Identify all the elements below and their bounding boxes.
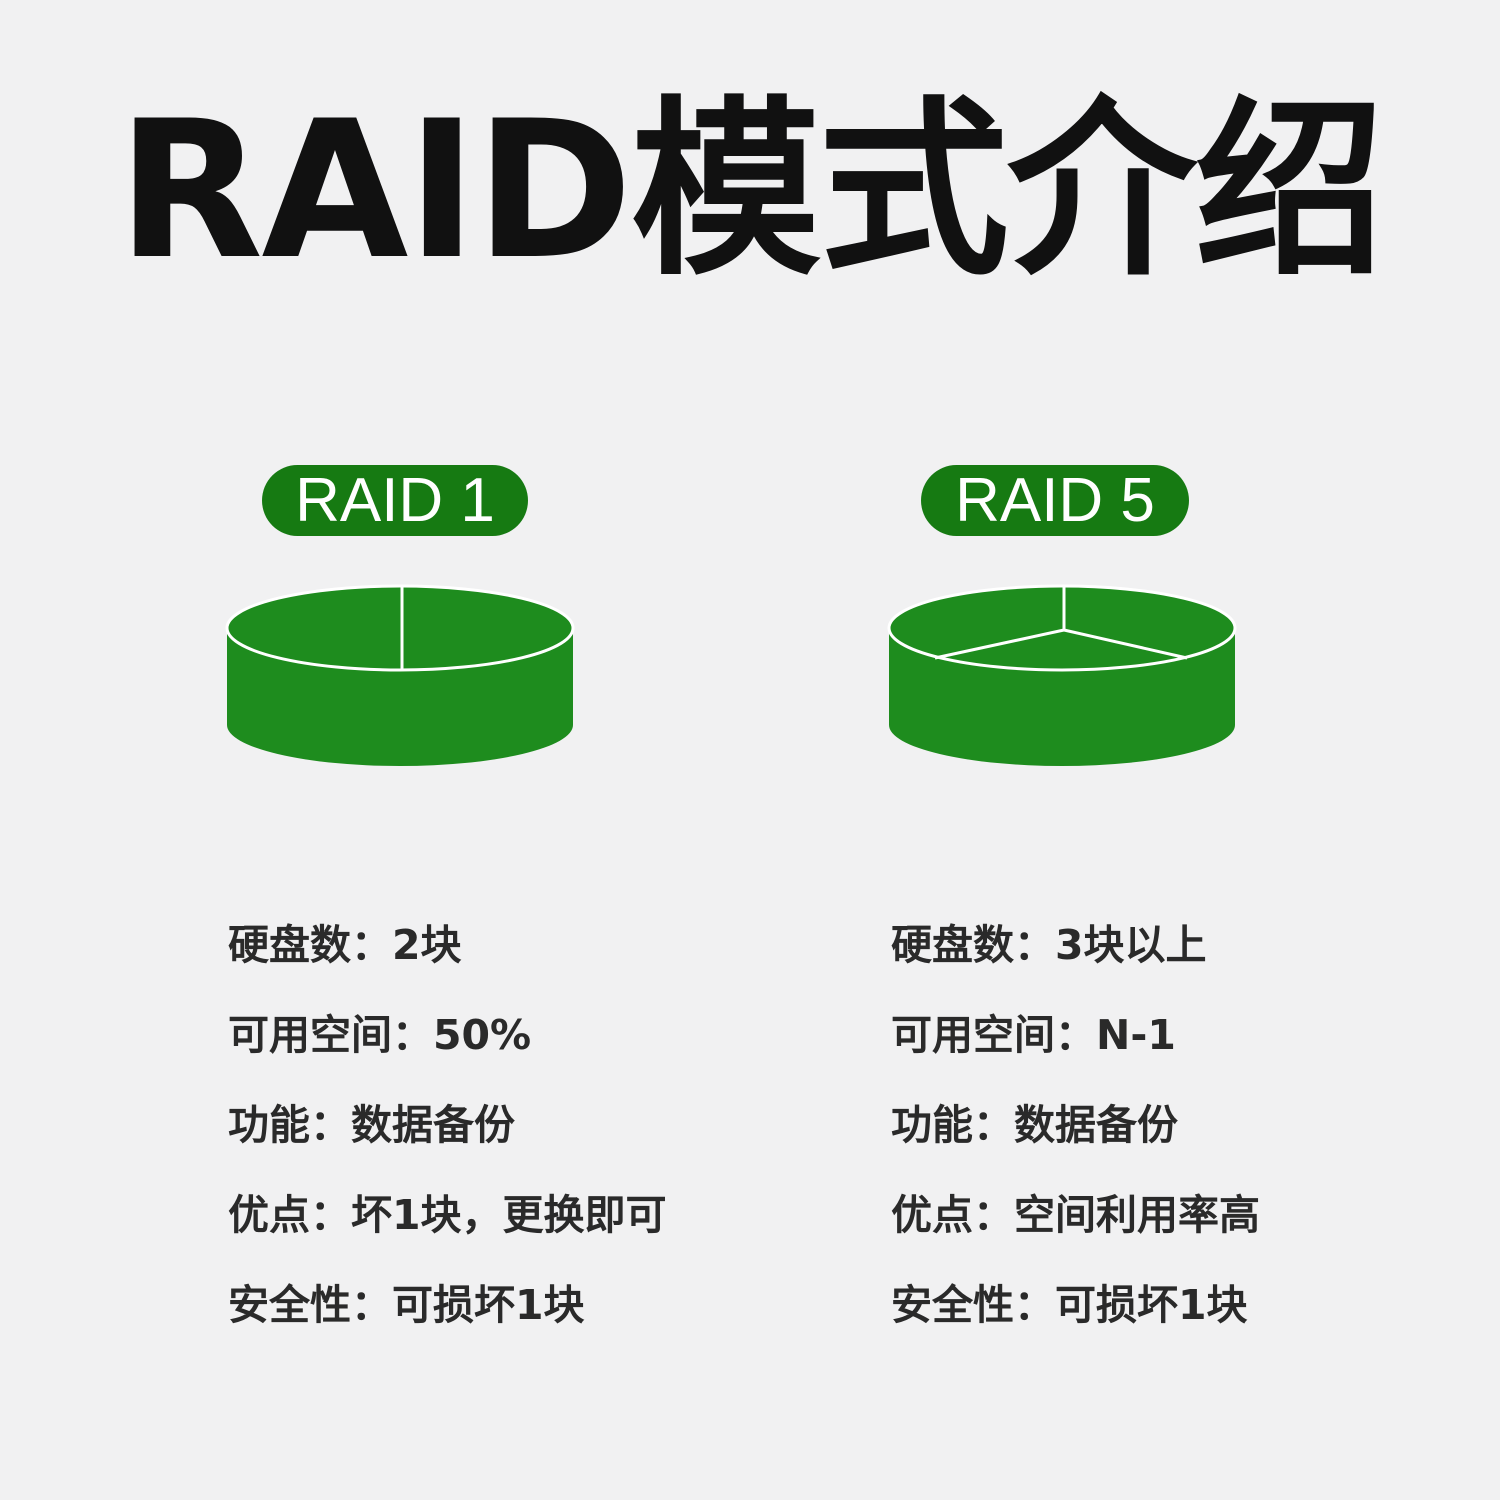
raid5-spec-disks: 硬盘数：3块以上	[891, 921, 1207, 969]
raid5-disk-icon	[887, 584, 1237, 766]
raid1-spec-function: 功能：数据备份	[228, 1101, 515, 1149]
raid5-spec-advantage: 优点：空间利用率高	[891, 1191, 1260, 1239]
raid5-spec-capacity: 可用空间：N-1	[891, 1011, 1176, 1059]
raid1-disk-top	[225, 584, 575, 672]
raid1-badge: RAID 1	[262, 465, 528, 536]
raid1-spec-disks: 硬盘数：2块	[228, 921, 462, 969]
raid1-spec-safety: 安全性：可损坏1块	[228, 1281, 585, 1329]
raid1-spec-advantage: 优点：坏1块，更换即可	[228, 1191, 667, 1239]
raid5-spec-function: 功能：数据备份	[891, 1101, 1178, 1149]
raid5-spec-safety: 安全性：可损坏1块	[891, 1281, 1248, 1329]
raid5-spec-list: 硬盘数：3块以上 可用空间：N-1 功能：数据备份 优点：空间利用率高 安全性：…	[891, 918, 1260, 1368]
page-title: RAID模式介绍	[117, 80, 1385, 301]
raid1-spec-list: 硬盘数：2块 可用空间：50% 功能：数据备份 优点：坏1块，更换即可 安全性：…	[228, 918, 667, 1368]
raid1-spec-capacity: 可用空间：50%	[228, 1011, 532, 1059]
raid5-badge: RAID 5	[921, 465, 1189, 536]
raid5-disk-divider-b	[934, 628, 1065, 660]
raid5-disk-divider-c	[1063, 628, 1188, 660]
raid1-disk-icon	[225, 584, 575, 766]
